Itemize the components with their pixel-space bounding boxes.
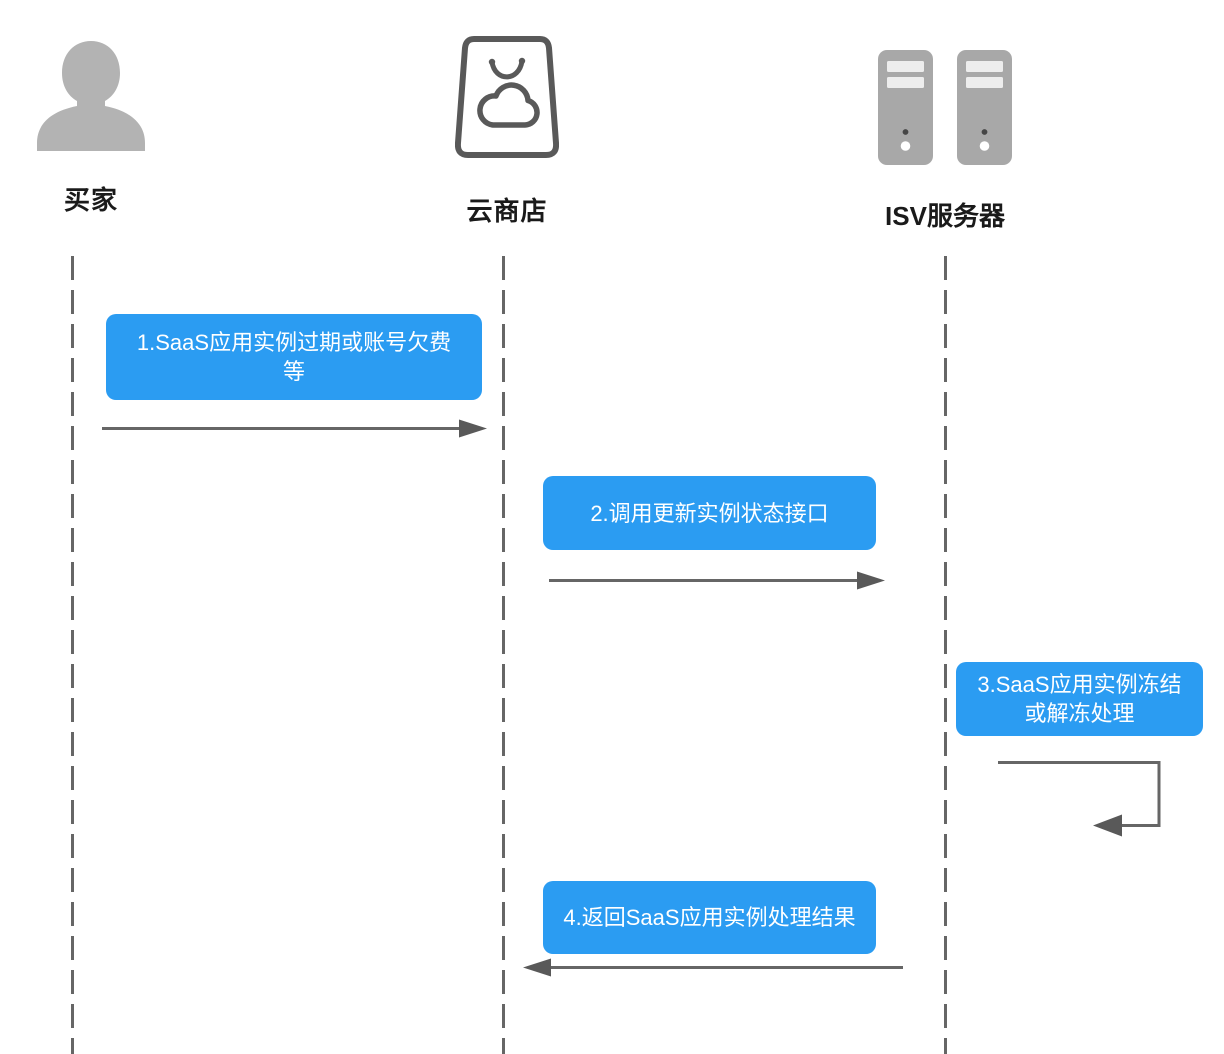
actor-isv-server-label: ISV服务器 xyxy=(885,201,1005,231)
message-3-text: 3.SaaS应用实例冻结 xyxy=(977,672,1182,697)
actor-cloud-store-label: 云商店 xyxy=(466,196,548,226)
actor-cloud-store: 云商店 xyxy=(455,36,559,226)
arrowhead-left-icon xyxy=(523,958,551,977)
server-tower-icon xyxy=(957,50,1012,165)
arrow-message-4 xyxy=(523,958,903,977)
person-icon xyxy=(37,41,145,151)
arrowhead-left-icon xyxy=(1093,814,1122,837)
arrow-message-2 xyxy=(549,571,885,590)
message-1-text: 等 xyxy=(282,359,305,384)
shopping-bag-cloud-icon xyxy=(455,36,559,158)
message-4-text: 4.返回SaaS应用实例处理结果 xyxy=(563,905,856,930)
actor-buyer-label: 买家 xyxy=(63,185,118,215)
arrowhead-right-icon xyxy=(857,571,885,590)
actor-isv-server: ISV服务器 xyxy=(878,50,1013,231)
message-1-text: 1.SaaS应用实例过期或账号欠费 xyxy=(136,330,452,355)
server-tower-icon xyxy=(878,50,933,165)
actor-buyer: 买家 xyxy=(37,35,145,215)
message-1-box: 1.SaaS应用实例过期或账号欠费 等 xyxy=(106,314,482,400)
arrow-message-3-self-loop xyxy=(998,761,1161,837)
server-towers-icon xyxy=(878,50,1012,165)
message-3-box: 3.SaaS应用实例冻结 或解冻处理 xyxy=(956,662,1203,736)
message-2-text: 2.调用更新实例状态接口 xyxy=(590,500,829,526)
arrow-message-1 xyxy=(102,419,487,438)
message-2-box: 2.调用更新实例状态接口 xyxy=(543,476,876,550)
arrowhead-right-icon xyxy=(459,419,487,438)
message-4-box: 4.返回SaaS应用实例处理结果 xyxy=(543,881,876,954)
message-3-text: 或解冻处理 xyxy=(1024,701,1135,726)
